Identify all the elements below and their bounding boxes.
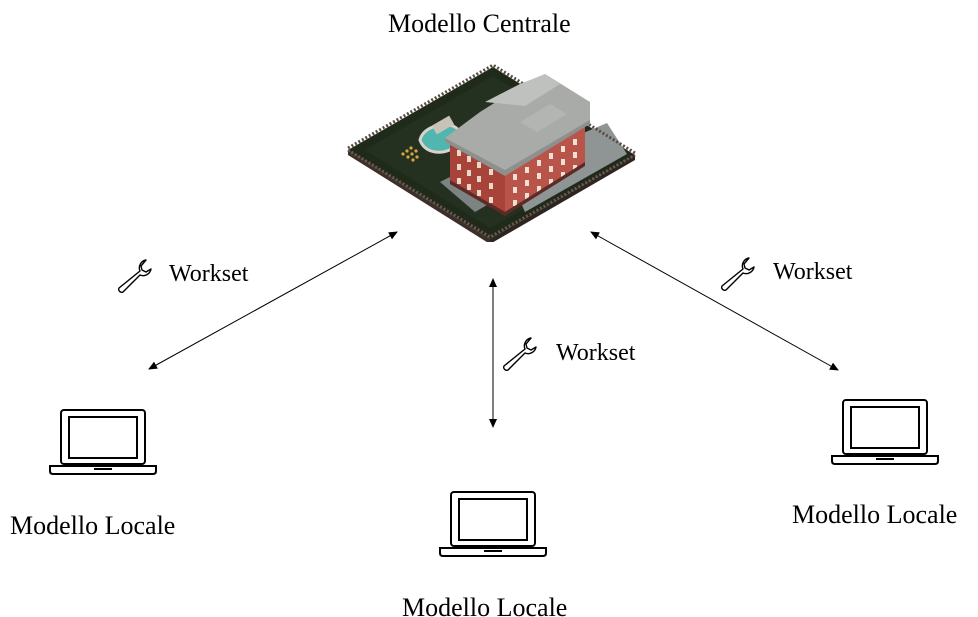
local-model-label-right: Modello Locale <box>792 500 958 529</box>
laptop-icon <box>439 491 547 557</box>
arrow-right <box>590 231 839 371</box>
wrench-icon <box>118 259 152 293</box>
central-model-label: Modello Centrale <box>388 9 571 38</box>
wrench-icon <box>721 257 755 291</box>
local-model-label-left: Modello Locale <box>10 511 176 540</box>
workset-label-left: Workset <box>169 261 249 287</box>
workset-label-center: Workset <box>556 340 636 366</box>
arrow-left <box>148 231 398 370</box>
laptop-icon <box>49 409 157 475</box>
local-model-label-center: Modello Locale <box>402 593 568 617</box>
building-site-icon <box>347 63 636 242</box>
workset-label-right: Workset <box>773 259 853 285</box>
laptop-icon <box>831 399 939 465</box>
wrench-icon <box>503 337 537 371</box>
